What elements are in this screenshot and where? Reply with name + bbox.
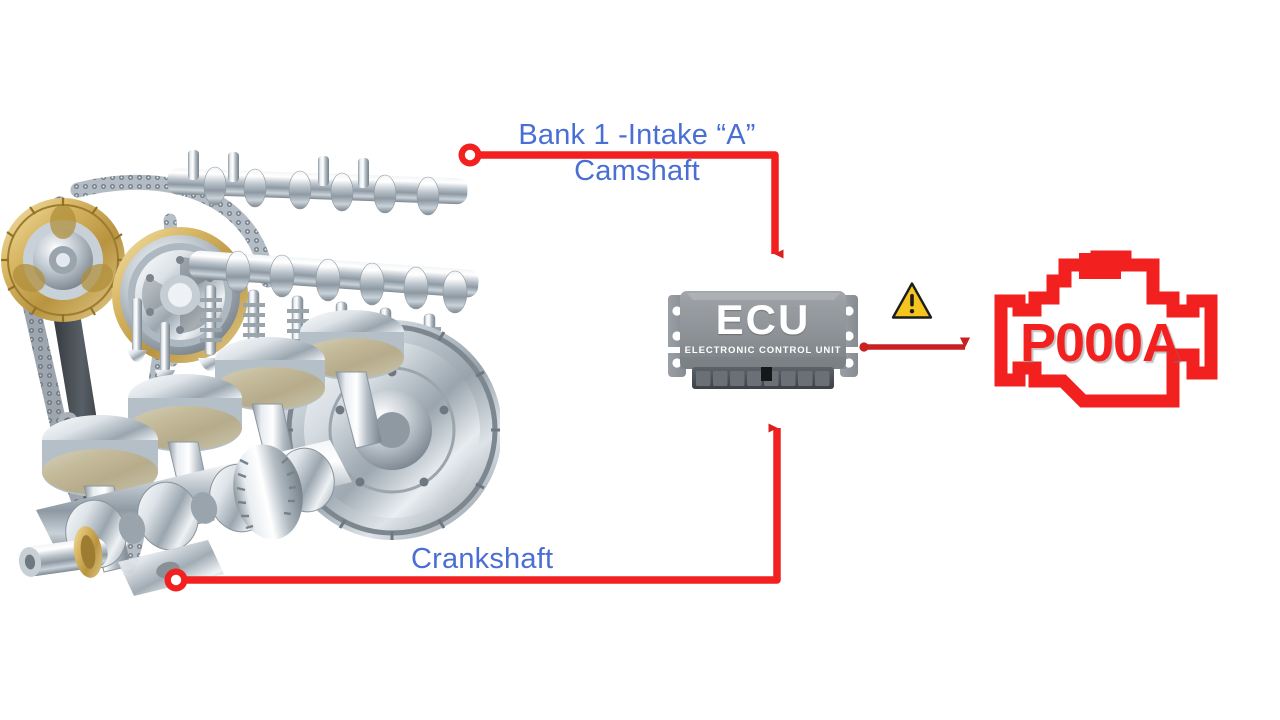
crankshaft-label: Crankshaft: [411, 543, 554, 575]
ecu-housing: [668, 291, 858, 389]
exhaust-camshaft: [167, 150, 468, 216]
camshaft-sprocket: [1, 198, 125, 322]
intake-camshaft: [188, 250, 479, 314]
engine-illustration: [1, 150, 500, 596]
dtc-code-text: P000A: [1019, 313, 1181, 373]
check-engine-icon: [994, 250, 1218, 408]
pistons: [42, 310, 404, 497]
ecu-connector-block: [692, 367, 834, 389]
warning-triangle-icon: [891, 282, 933, 319]
ecu-subtitle: ELECTRONIC CONTROL UNIT: [684, 345, 842, 356]
ecu-to-mil-connector: [859, 337, 971, 352]
ecu-module: ECU ELECTRONIC CONTROL UNIT: [668, 291, 858, 391]
camshaft-label: Bank 1 -Intake “A” Camshaft: [487, 117, 787, 190]
ecu-body: [680, 291, 846, 369]
crank-sprocket: [73, 526, 103, 578]
camshaft-label-line2: Camshaft: [574, 155, 700, 188]
ecu-title: ECU: [715, 296, 811, 343]
camshaft-label-line1: Bank 1 -Intake “A”: [518, 119, 756, 151]
